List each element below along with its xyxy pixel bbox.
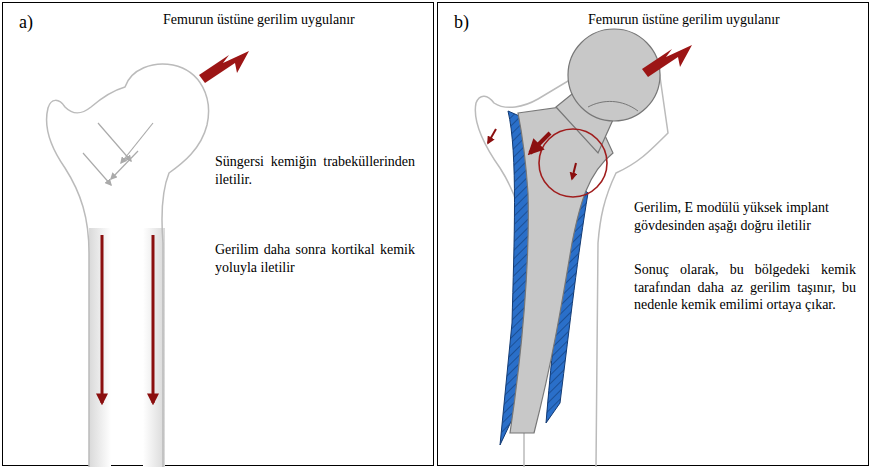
panel-b: b) Femurun üstüne gerilim uygulanırGerili… (437, 2, 869, 466)
panel-letter: b) (454, 11, 494, 34)
implant-note: Gerilim, E modülü yüksek implant gövdesi… (634, 199, 854, 234)
femur-illustration (3, 3, 435, 467)
panel-letter: a) (19, 11, 59, 34)
femur-implant-illustration (438, 3, 870, 467)
load-note: Femurun üstüne gerilim uygulanır (588, 11, 860, 29)
load-note: Femurun üstüne gerilim uygulanır (163, 11, 425, 29)
cortical-note: Gerilim daha sonra kortikal kemik yoluyl… (215, 241, 415, 276)
trabecular-note: Süngersi kemiğin trabeküllerinden iletil… (215, 153, 415, 188)
panel-a: a) Femurun üstüne gerilim uygulanırSünger… (2, 2, 434, 466)
resorption-note: Sonuç olarak, bu bölgedeki kemik tarafın… (634, 261, 856, 314)
